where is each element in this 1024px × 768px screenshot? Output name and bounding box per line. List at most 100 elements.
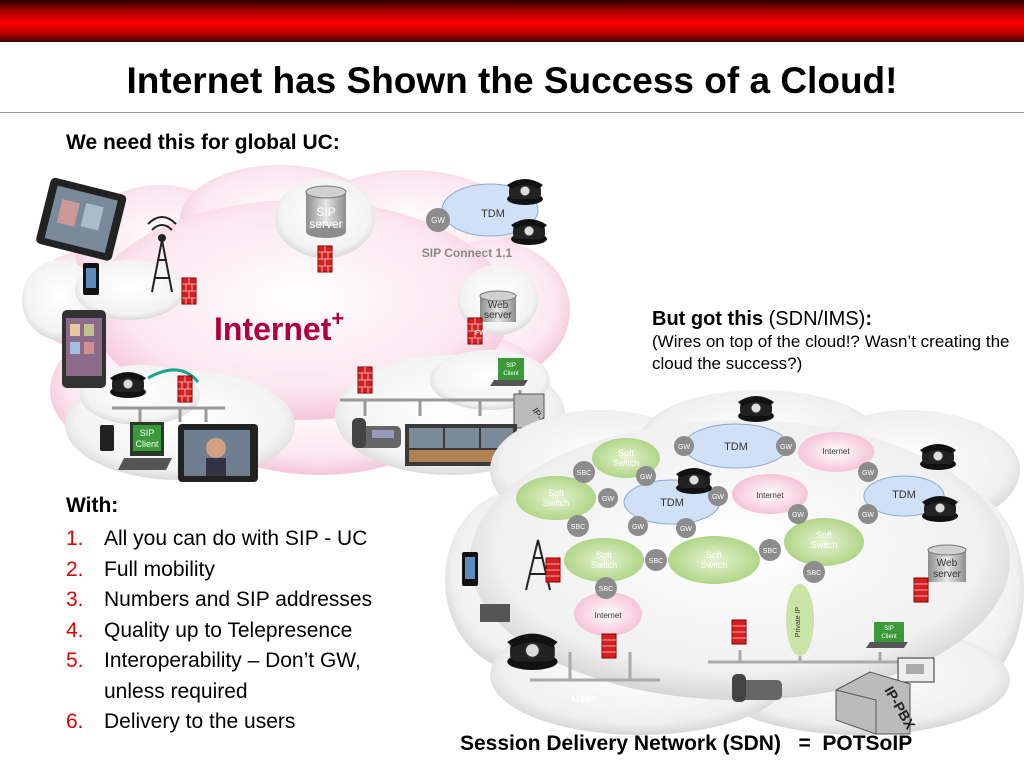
svg-text:SBC: SBC xyxy=(571,524,585,531)
svg-text:Client: Client xyxy=(135,439,159,449)
svg-text:FW: FW xyxy=(475,330,486,337)
private-ip-cloud xyxy=(786,584,814,656)
but-got-paren: (SDN/IMS) xyxy=(763,308,866,330)
lan-bus xyxy=(530,650,910,682)
svg-text:Internet: Internet xyxy=(594,611,622,620)
svg-text:Switch: Switch xyxy=(543,498,570,508)
telepresence-icon xyxy=(405,424,517,466)
svg-text:TDM: TDM xyxy=(724,441,748,453)
with-heading: With: xyxy=(66,494,119,517)
firewall-icon xyxy=(317,245,333,273)
svg-text:server: server xyxy=(484,310,512,321)
benefits-list: 1.All you can do with SIP - UC 2.Full mo… xyxy=(66,524,474,738)
svg-text:TDM: TDM xyxy=(660,497,684,509)
svg-text:Switch: Switch xyxy=(613,458,640,468)
svg-text:Soft: Soft xyxy=(706,550,723,560)
firewall-icon xyxy=(601,633,617,659)
ip-phone-icon xyxy=(732,674,782,702)
svg-text:GW: GW xyxy=(680,526,692,533)
tdm-label: TDM xyxy=(481,208,505,220)
small-sip-client-icon: SIP Client xyxy=(490,358,528,386)
but-got-note: (Wires on top of the cloud!? Wasn’t crea… xyxy=(652,332,1010,373)
svg-text:Switch: Switch xyxy=(811,540,838,550)
list-item: 5.Interoperability – Don’t GW, unless re… xyxy=(66,649,361,703)
svg-text:server: server xyxy=(309,217,342,231)
svg-text:Client: Client xyxy=(503,371,519,377)
firewall-icon xyxy=(181,277,197,305)
mobile-phone-icon xyxy=(100,425,114,451)
svg-text:Web: Web xyxy=(937,558,958,569)
web-server-icon: Web server xyxy=(927,544,967,582)
svg-text:GW: GW xyxy=(712,494,724,501)
svg-text:SIP: SIP xyxy=(316,205,335,219)
ip-pbx-icon: IP-PBX xyxy=(835,671,919,735)
list-item: 1.All you can do with SIP - UC xyxy=(66,527,368,550)
sip-client-laptop-icon: SIP Client xyxy=(866,622,908,648)
svg-text:GW: GW xyxy=(862,512,874,519)
desk-phone-icon xyxy=(921,495,959,523)
android-phone-icon xyxy=(62,310,106,388)
firewall-icon xyxy=(545,557,561,583)
sdn-caption: Session Delivery Network (SDN) = POTSoIP xyxy=(460,732,913,755)
svg-text:GW: GW xyxy=(678,444,690,451)
tablet-icon xyxy=(36,177,127,261)
desk-phone-icon xyxy=(506,178,544,206)
cell-tower-icon xyxy=(147,216,177,293)
sip-client-laptop-icon: SIP Client xyxy=(118,422,172,470)
svg-text:TDM: TDM xyxy=(892,489,916,501)
sdn-ims-note: But got this (SDN/IMS): (Wires on top of… xyxy=(652,307,1012,375)
svg-text:Private IP: Private IP xyxy=(795,607,802,638)
web-server-icon: Web server xyxy=(479,290,517,322)
svg-text:GW: GW xyxy=(792,512,804,519)
top-red-banner xyxy=(0,0,1024,42)
desk-phone-icon xyxy=(737,395,775,423)
svg-text:Switch: Switch xyxy=(701,560,728,570)
svg-text:Soft: Soft xyxy=(596,550,613,560)
video-phone-icon xyxy=(480,604,510,622)
firewall-icon xyxy=(177,375,193,403)
svg-text:Web: Web xyxy=(488,300,509,311)
desk-phone-icon xyxy=(510,218,548,246)
video-tablet-icon xyxy=(178,424,258,482)
lan-bus xyxy=(112,406,225,422)
slide-title: Internet has Shown the Success of a Clou… xyxy=(126,60,898,101)
but-got-colon: : xyxy=(865,308,872,330)
ip-phone-icon xyxy=(352,418,401,448)
title-divider xyxy=(0,112,1024,113)
internet-label: Internet+ xyxy=(214,306,344,347)
gw-label: GW xyxy=(431,216,445,225)
svg-text:Switch: Switch xyxy=(591,560,618,570)
left-cloud-diagram: TDM GW SIP Connect 1.1 SIP server Web se… xyxy=(22,165,570,482)
internet-cloud xyxy=(574,432,874,636)
svg-text:Soft: Soft xyxy=(618,448,635,458)
svg-text:GW: GW xyxy=(632,524,644,531)
svg-text:server: server xyxy=(933,569,961,580)
fax-icon xyxy=(897,657,935,683)
desk-phone-icon xyxy=(675,467,713,495)
list-item: 3.Numbers and SIP addresses xyxy=(66,588,373,611)
firewall-icon xyxy=(357,366,373,394)
svg-text:GW: GW xyxy=(640,474,652,481)
svg-text:GW: GW xyxy=(862,470,874,477)
svg-text:Soft: Soft xyxy=(816,530,833,540)
but-got-bold: But got this xyxy=(652,308,764,330)
svg-text:Client: Client xyxy=(881,634,897,640)
left-subheading: We need this for global UC: xyxy=(66,131,340,154)
svg-text:GW: GW xyxy=(602,496,614,503)
firewall-icon xyxy=(913,577,929,603)
svg-text:SBC: SBC xyxy=(763,548,777,555)
svg-text:SIP: SIP xyxy=(140,428,155,438)
svg-text:Internet: Internet xyxy=(756,491,784,500)
sip-server-icon: SIP server xyxy=(305,185,347,238)
svg-text:SBC: SBC xyxy=(599,586,613,593)
svg-text:SBC: SBC xyxy=(649,558,663,565)
user-label: User xyxy=(572,693,597,705)
svg-text:Soft: Soft xyxy=(548,488,565,498)
desk-phone-icon xyxy=(109,371,147,399)
svg-text:SBC: SBC xyxy=(807,570,821,577)
list-item: 2.Full mobility xyxy=(66,557,215,581)
svg-text:Internet: Internet xyxy=(822,447,850,456)
